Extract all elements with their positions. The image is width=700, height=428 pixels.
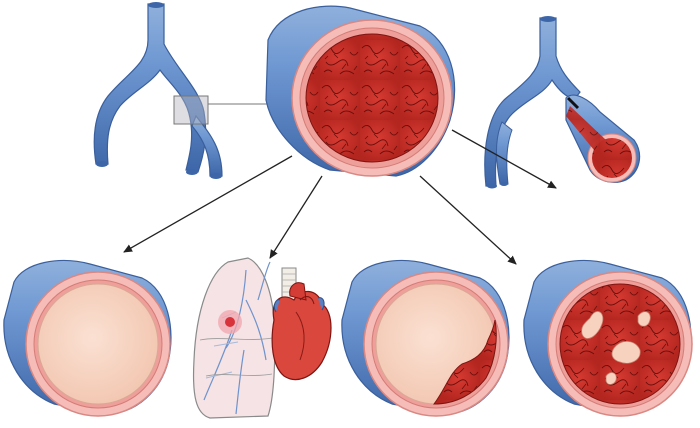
vessel-cross-section-partial (342, 261, 509, 416)
vessel-cross-section-resolved (4, 261, 171, 416)
vessel-cross-section-clot (266, 6, 455, 176)
vein-bifurcation-icon (94, 2, 222, 179)
vessel-cross-section-recanalized (524, 261, 692, 416)
lung-heart-icon (194, 258, 331, 418)
vein-with-thrombus-icon (485, 16, 640, 189)
